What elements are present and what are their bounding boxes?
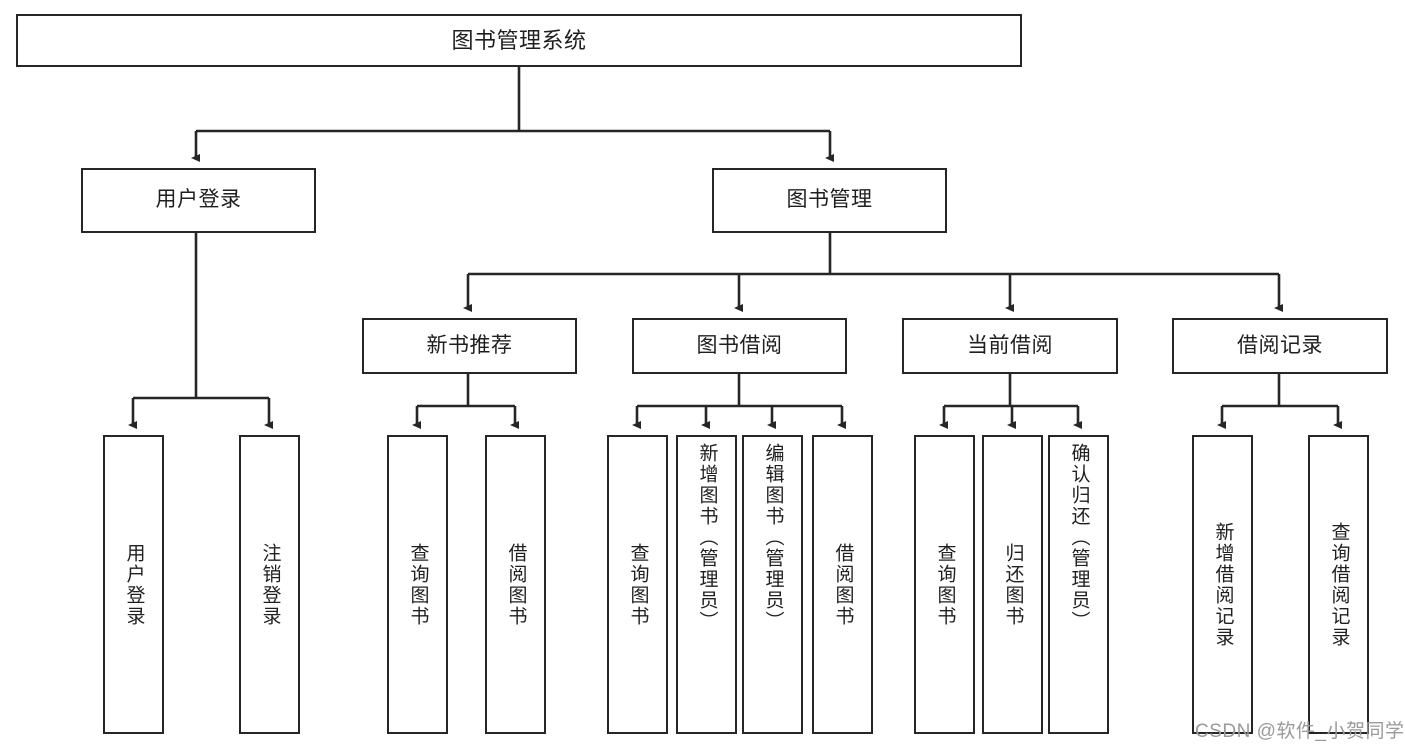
leaf-query-book-recommend[interactable]: 查询图书 bbox=[387, 435, 448, 734]
leaf-query-book-borrow[interactable]: 查询图书 bbox=[607, 435, 668, 734]
leaf-edit-book-admin[interactable]: 编辑图书（管理员） bbox=[742, 435, 803, 734]
node-label: 借阅记录 bbox=[1237, 333, 1323, 357]
node-label: 查询图书 bbox=[407, 542, 429, 627]
node-current-borrow[interactable]: 当前借阅 bbox=[902, 318, 1118, 374]
node-label: 用户登录 bbox=[155, 188, 242, 212]
node-label: 图书管理系统 bbox=[451, 27, 587, 53]
leaf-borrow-book[interactable]: 借阅图书 bbox=[812, 435, 873, 734]
node-book-borrow[interactable]: 图书借阅 bbox=[632, 318, 847, 374]
node-label: 图书管理 bbox=[786, 188, 873, 212]
leaf-confirm-return-admin[interactable]: 确认归还（管理员） bbox=[1048, 435, 1109, 734]
node-label: 查询图书 bbox=[934, 542, 956, 627]
node-label: 确认归还（管理员） bbox=[1068, 443, 1090, 632]
node-label: 注销登录 bbox=[259, 542, 281, 627]
leaf-borrow-book-recommend[interactable]: 借阅图书 bbox=[485, 435, 546, 734]
node-label: 新增借阅记录 bbox=[1212, 521, 1234, 648]
node-new-book-recommend[interactable]: 新书推荐 bbox=[362, 318, 577, 374]
leaf-query-borrow-record[interactable]: 查询借阅记录 bbox=[1308, 435, 1369, 734]
node-user-login[interactable]: 用户登录 bbox=[81, 168, 316, 233]
node-borrow-record[interactable]: 借阅记录 bbox=[1172, 318, 1388, 374]
leaf-add-book-admin[interactable]: 新增图书（管理员） bbox=[676, 435, 737, 734]
leaf-user-login[interactable]: 用户登录 bbox=[103, 435, 164, 734]
node-book-management[interactable]: 图书管理 bbox=[712, 168, 947, 233]
node-label: 新增图书（管理员） bbox=[696, 443, 718, 632]
watermark-text: CSDN @软件_小贺同学 bbox=[1195, 721, 1405, 742]
node-label: 查询图书 bbox=[627, 542, 649, 627]
node-label: 用户登录 bbox=[123, 542, 145, 627]
node-label: 新书推荐 bbox=[426, 333, 513, 357]
node-label: 借阅图书 bbox=[505, 542, 527, 627]
leaf-add-borrow-record[interactable]: 新增借阅记录 bbox=[1192, 435, 1253, 734]
leaf-logout-login[interactable]: 注销登录 bbox=[239, 435, 300, 734]
node-label: 归还图书 bbox=[1002, 542, 1024, 627]
leaf-query-book-current[interactable]: 查询图书 bbox=[914, 435, 975, 734]
node-label: 当前借阅 bbox=[967, 333, 1053, 357]
node-label: 编辑图书（管理员） bbox=[762, 443, 784, 632]
node-root-book-management-system[interactable]: 图书管理系统 bbox=[16, 14, 1022, 67]
leaf-return-book[interactable]: 归还图书 bbox=[982, 435, 1043, 734]
node-label: 图书借阅 bbox=[696, 333, 783, 357]
node-label: 查询借阅记录 bbox=[1328, 521, 1350, 648]
node-label: 借阅图书 bbox=[832, 542, 854, 627]
